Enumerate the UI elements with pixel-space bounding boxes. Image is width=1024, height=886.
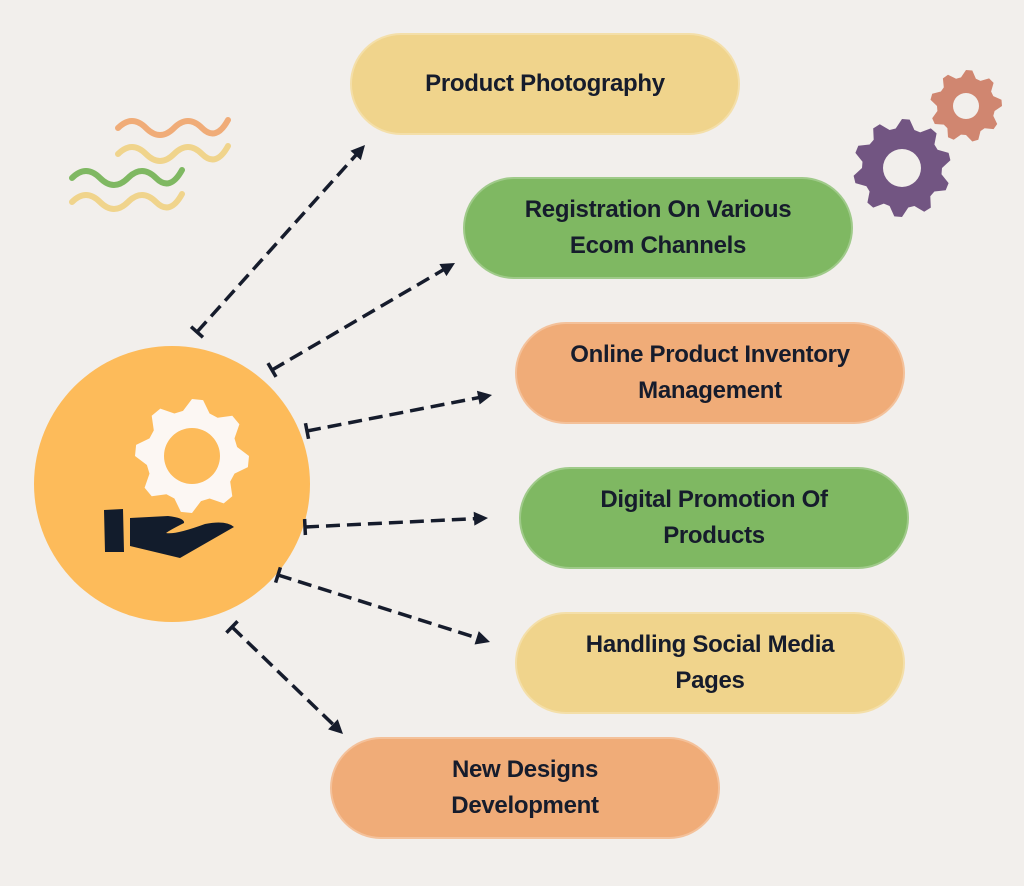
arrow-tail-bar [302,518,308,536]
purple-gear-icon [853,119,951,217]
arrow-head-icon [328,719,343,734]
item-label: Product Photography [425,70,665,97]
item-label: Online Product Inventory Management [570,341,850,404]
arrow-line [277,573,481,641]
arrow-line [230,625,338,729]
item-inventory-management: Online Product Inventory Management [515,322,905,424]
arrow-head-icon [439,263,455,277]
item-label: Handling Social Media Pages [585,631,835,694]
arrow-tail-bar [303,422,311,440]
wave-yellow-2 [69,191,185,212]
arrow-head-icon [474,631,490,645]
item-label: Digital Promotion Of Products [600,486,828,549]
arrow-tail-bar [266,362,278,378]
arrow-tail-bar [273,566,283,584]
arrow-head-icon [350,145,365,161]
wave-green [69,167,185,188]
item-registration-ecom-channels: Registration On Various Ecom Channels [463,177,853,279]
gear-icon [135,399,249,513]
item-new-designs-development: New Designs Development [330,737,720,839]
arrow-head-icon [473,511,488,526]
wave-orange [115,117,231,138]
wavy-lines-decoration [69,117,231,212]
arrow-head-icon [476,390,492,405]
hand-holding-gear-icon [104,399,249,558]
arrow-line [195,151,360,334]
arrow-tail-bar [189,325,205,339]
item-digital-promotion: Digital Promotion Of Products [519,467,909,569]
arrow-line [306,395,483,433]
item-product-photography: Product Photography [350,33,740,135]
connector-arrows [189,145,492,734]
item-social-media-pages: Handling Social Media Pages [515,612,905,714]
orange-gear-icon [930,70,1002,142]
hand-icon [104,509,234,558]
item-label: New Designs Development [451,756,599,819]
arrow-line [304,516,479,529]
item-label: Registration On Various Ecom Channels [524,196,792,259]
arrow-line [271,266,448,372]
arrow-tail-bar [225,620,239,634]
wave-yellow-1 [115,143,231,164]
